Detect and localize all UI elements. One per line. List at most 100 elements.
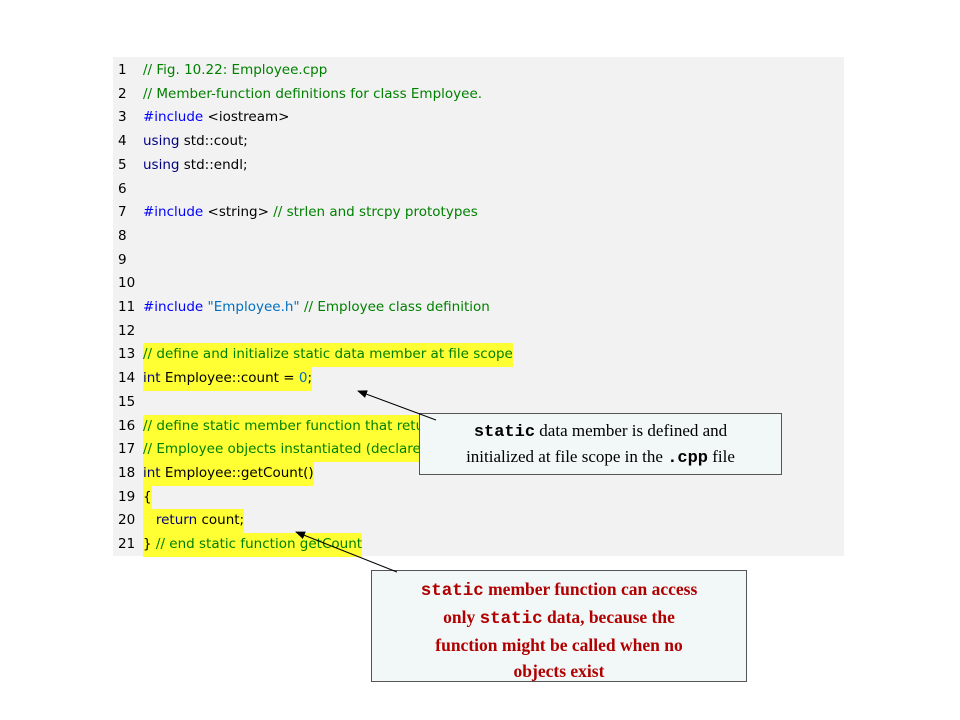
code-token: { [143, 488, 152, 505]
code-line: 5 using std::endl; [113, 154, 844, 178]
code-token: int [143, 370, 165, 387]
callout2-text-b: only [443, 607, 480, 627]
code-token: } [143, 536, 156, 552]
callout2-code-static2: static [479, 609, 543, 629]
code-text: int Employee::getCount() [143, 461, 314, 486]
line-number: 4 [118, 133, 127, 150]
code-line: 8 [113, 225, 844, 249]
code-token: using [143, 133, 184, 150]
line-number: 9 [118, 251, 127, 268]
code-text: int Employee::count = 0; [143, 367, 313, 391]
callout2-code-static1: static [420, 581, 484, 601]
arrow-to-line14 [357, 390, 437, 421]
code-token: Employee::getCount() [164, 464, 314, 481]
code-text: using std::endl; [143, 154, 248, 178]
code-line: 18 int Employee::getCount() [113, 461, 844, 486]
code-line: 4 using std::cout; [113, 130, 844, 154]
code-token: ; [307, 370, 313, 387]
arrow-to-line20 [295, 531, 398, 573]
callout1-line2: initialized at file scope in the .cpp fi… [420, 445, 781, 471]
code-text: // Fig. 10.22: Employee.cpp [143, 59, 327, 83]
callout1-code-static: static [473, 423, 536, 442]
code-token: return [155, 512, 202, 529]
code-text: { [143, 485, 152, 510]
callout2-line4: objects exist [513, 661, 605, 681]
code-line: 7 #include <string> // strlen and strcpy … [113, 201, 844, 225]
code-token: // Employee class definition [303, 299, 490, 315]
code-line: 13 // define and initialize static data m… [113, 343, 844, 368]
code-token: #include [143, 204, 208, 221]
callout2-text-c: data, because the [542, 607, 675, 627]
code-token: // Fig. 10.22: Employee.cpp [143, 62, 328, 78]
line-number: 11 [118, 299, 136, 315]
line-number: 13 [118, 346, 136, 363]
code-text: using std::cout; [143, 130, 248, 154]
code-token: 0 [298, 370, 308, 387]
line-number: 14 [118, 370, 136, 387]
line-number: 15 [118, 393, 136, 410]
code-text: } // end static function getCount [143, 533, 363, 557]
code-listing: 1 // Fig. 10.22: Employee.cpp 2 // Member-f… [113, 57, 844, 557]
line-number: 18 [118, 464, 136, 481]
code-line: 14 int Employee::count = 0; [113, 367, 844, 391]
code-token: std::cout; [183, 133, 248, 150]
line-number: 3 [118, 109, 127, 126]
code-line: 21} // end static function getCount [113, 533, 844, 557]
code-line: 11 #include "Employee.h" // Employee clas… [113, 296, 844, 320]
line-number: 17 [118, 441, 136, 458]
code-token: Employee::count = [164, 370, 299, 387]
code-text: #include <string> // strlen and strcpy p… [143, 201, 478, 225]
code-token: <iostream> [207, 109, 290, 126]
code-line: 1 // Fig. 10.22: Employee.cpp [113, 59, 844, 83]
code-token: <string> [207, 204, 274, 221]
code-token: // Member-function definitions for class… [143, 85, 483, 102]
callout1-text-c: file [708, 447, 735, 466]
code-text: #include "Employee.h" // Employee class … [143, 296, 490, 320]
code-line: 2 // Member-function definitions for clas… [113, 83, 844, 107]
callout-static-data-member: static data member is defined and initia… [419, 413, 782, 475]
code-line: 6 [113, 178, 844, 202]
line-number: 20 [118, 512, 136, 529]
code-line: 3 #include <iostream> [113, 106, 844, 130]
code-token: using [143, 156, 184, 173]
callout2-line1: static member function can access [372, 576, 746, 604]
code-text: #include <iostream> [143, 106, 289, 130]
code-line: 12 [113, 320, 844, 344]
callout2-line3: function might be called when no [435, 635, 683, 655]
line-number: 1 [118, 62, 127, 78]
line-number: 2 [118, 85, 127, 102]
code-token: #include [143, 299, 208, 315]
code-line: 10 [113, 272, 844, 296]
code-token: // end static function getCount [155, 536, 363, 552]
code-token: "Employee.h" [207, 299, 304, 315]
line-number: 16 [118, 417, 136, 434]
callout2-line2: only static data, because the [372, 604, 746, 632]
code-token: int [143, 464, 165, 481]
code-token: std::endl; [183, 156, 248, 173]
callout-static-member-function: static member function can access only s… [371, 570, 747, 682]
code-line: 19 { [113, 485, 844, 510]
line-number: 10 [118, 275, 136, 292]
callout1-text-a: data member is defined and [535, 421, 728, 440]
code-token: #include [143, 109, 208, 126]
code-token: count; [201, 512, 245, 529]
code-text: // define and initialize static data mem… [143, 343, 513, 368]
line-number: 6 [118, 180, 127, 197]
code-line: 20 return count; [113, 509, 844, 533]
callout2-text-a: member function can access [483, 579, 698, 599]
callout1-code-cpp: .cpp [667, 449, 708, 468]
line-number: 19 [118, 488, 136, 505]
line-number: 8 [118, 227, 127, 244]
line-number: 12 [118, 322, 136, 339]
code-token: // strlen and strcpy prototypes [273, 204, 478, 221]
code-text: // Member-function definitions for class… [143, 83, 482, 107]
line-number: 7 [118, 204, 127, 221]
code-line: 15 [113, 391, 844, 415]
code-token: // define and initialize static data mem… [143, 346, 513, 363]
code-line: 9 [113, 249, 844, 273]
line-number: 5 [118, 156, 127, 173]
callout1-line1: static data member is defined and [420, 419, 781, 445]
line-number: 21 [118, 536, 136, 552]
callout1-text-b: initialized at file scope in the [466, 447, 668, 466]
